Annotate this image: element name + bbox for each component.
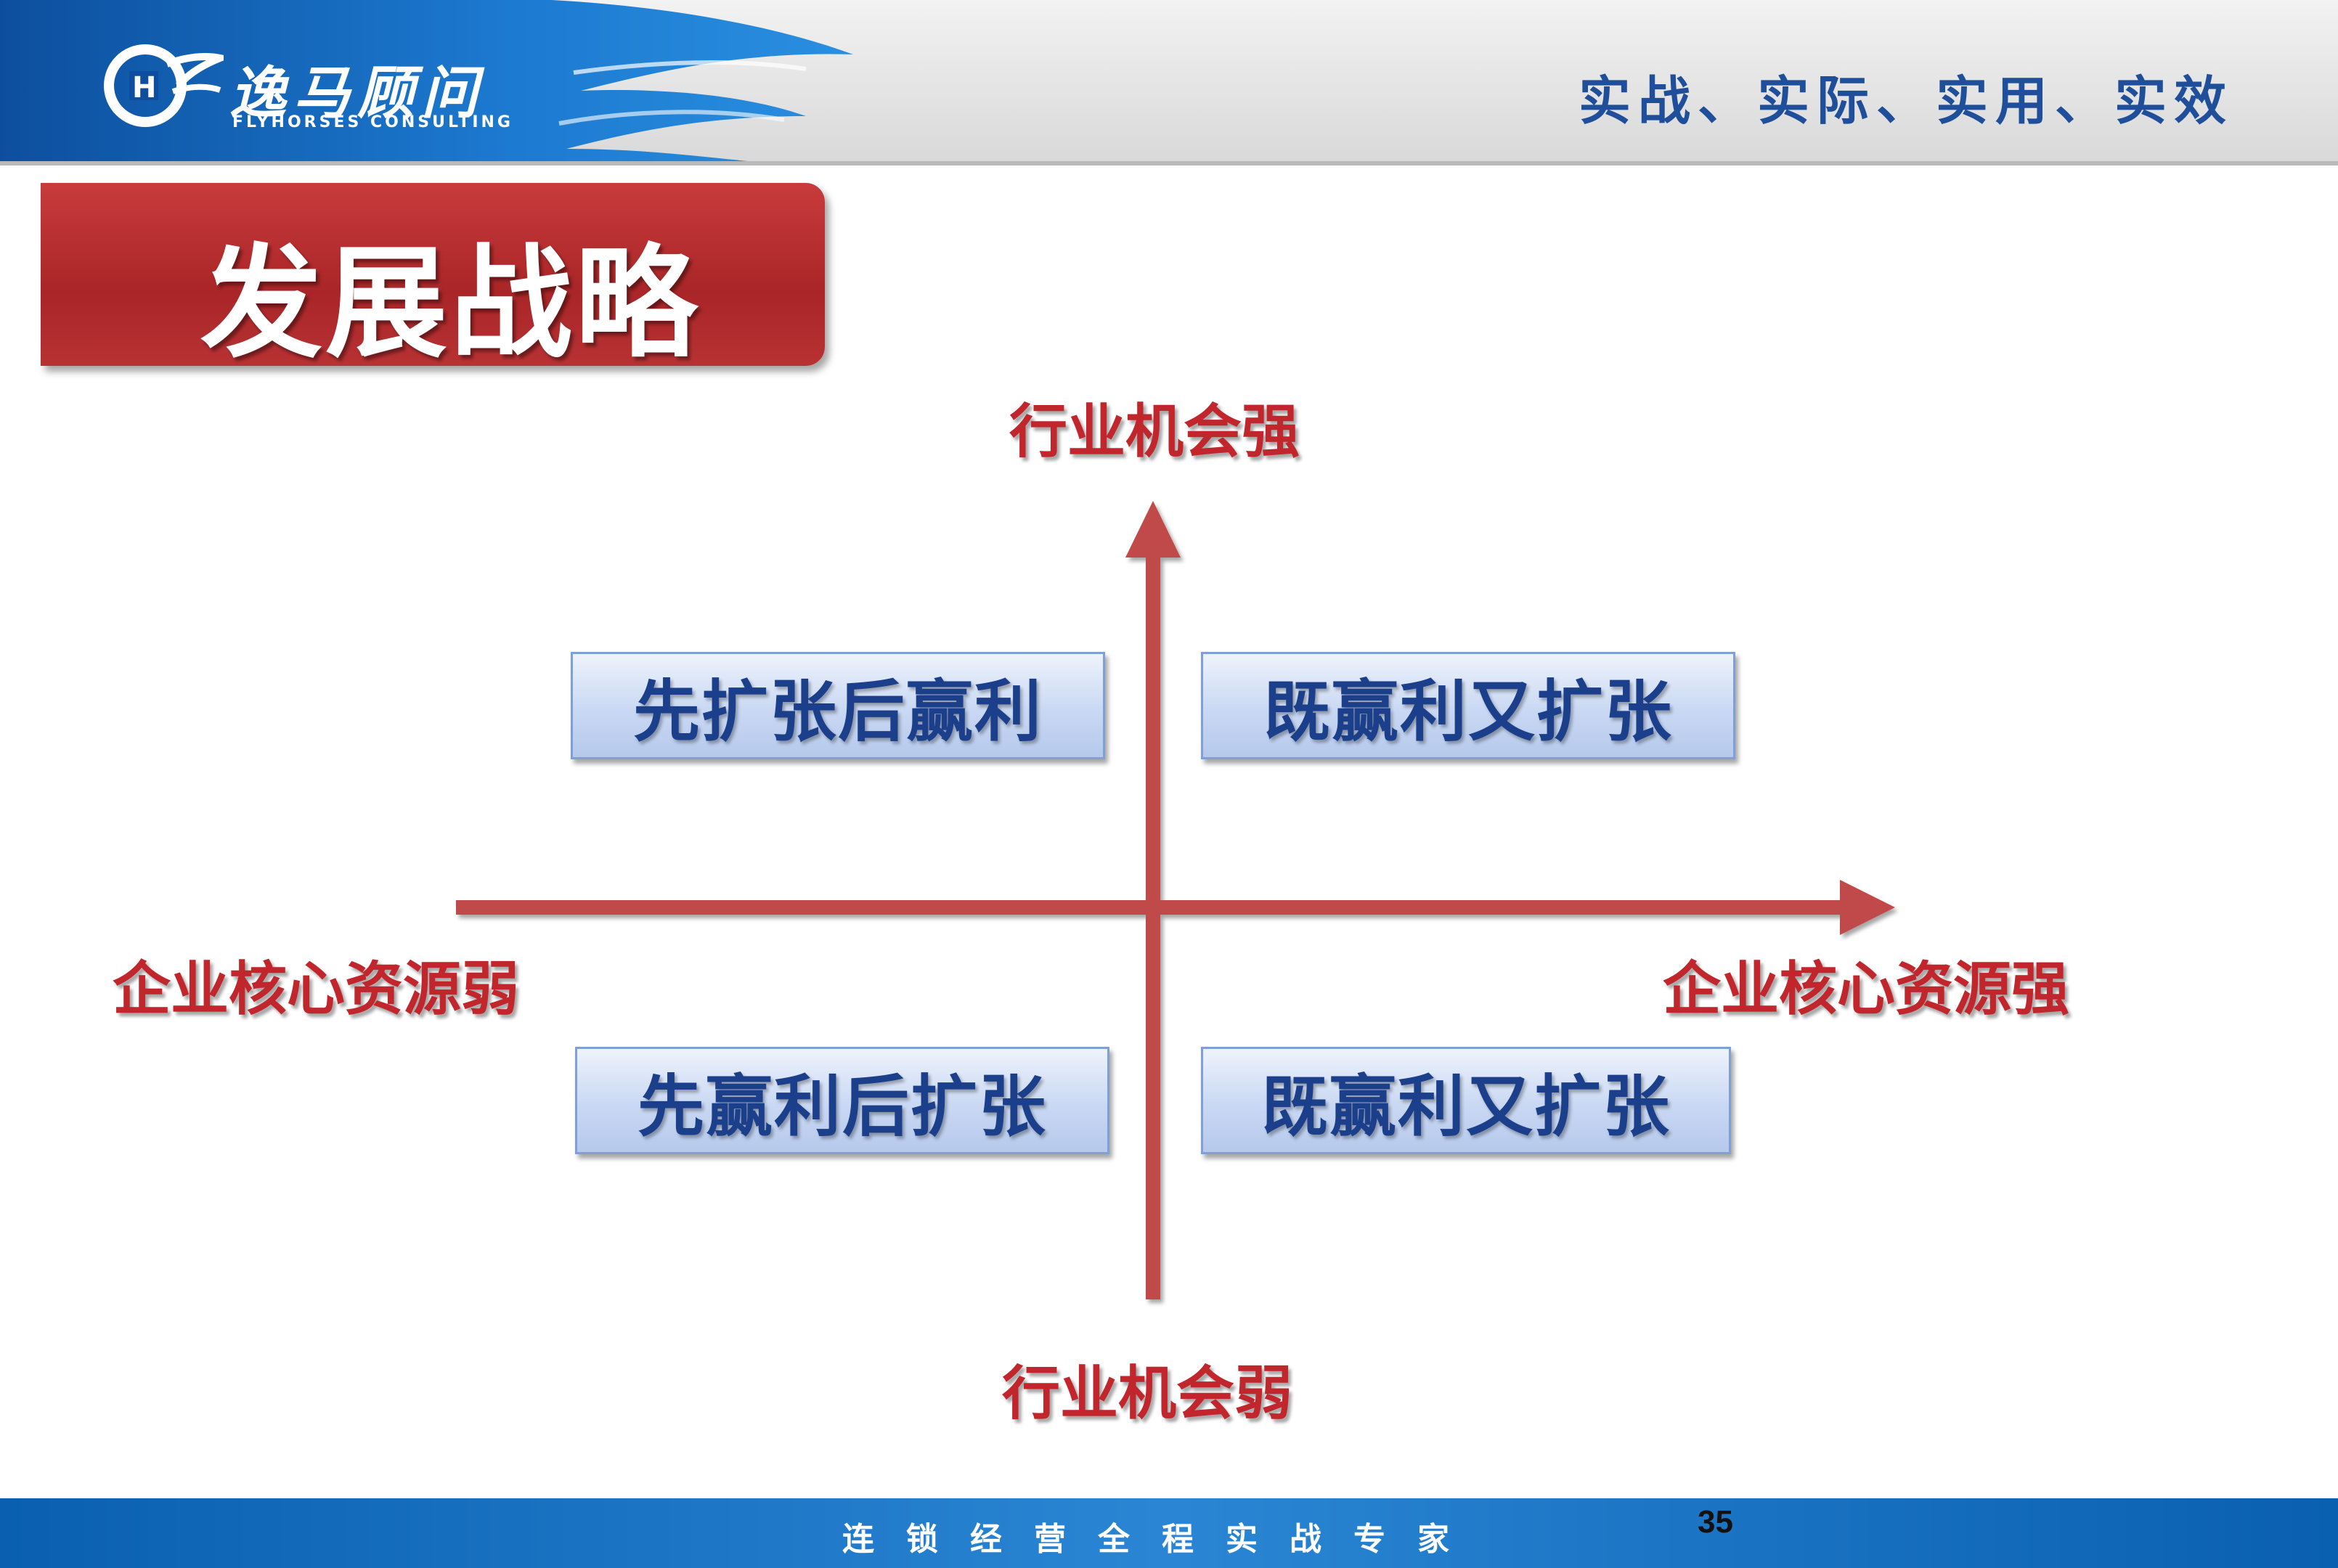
title-tab: 发展战略 xyxy=(41,183,825,375)
logo-name: 逸马顾问 xyxy=(229,61,486,126)
svg-text:H: H xyxy=(132,71,156,105)
flyhorses-logo-icon: H xyxy=(104,44,224,127)
quadrant-top-left-label: 先扩张后赢利 xyxy=(632,672,1043,751)
horizontal-axis-line xyxy=(456,900,1843,915)
quadrant-top-right: 既赢利又扩张 xyxy=(1201,652,1735,759)
axis-label-bottom: 行业机会弱 xyxy=(1002,1360,1292,1427)
page-title: 发展战略 xyxy=(200,232,700,375)
quadrant-bottom-right-label: 既赢利又扩张 xyxy=(1260,1067,1671,1146)
axis-label-left: 企业核心资源弱 xyxy=(113,955,519,1023)
header-blue-swoosh xyxy=(0,0,853,161)
axis-label-top: 行业机会强 xyxy=(1009,398,1300,465)
logo-subtitle: FLYHORSES CONSULTING xyxy=(232,113,513,131)
quadrant-bottom-left: 先赢利后扩张 xyxy=(575,1047,1109,1154)
quadrant-bottom-right: 既赢利又扩张 xyxy=(1201,1047,1731,1154)
company-logo: H 逸马顾问 FLYHORSES CONSULTING xyxy=(100,35,536,136)
header-bar: H 逸马顾问 FLYHORSES CONSULTING 实战、实际、实用、实效 xyxy=(0,0,2338,166)
vertical-axis-line xyxy=(1146,552,1160,1299)
quadrant-top-left: 先扩张后赢利 xyxy=(571,652,1105,759)
footer-tagline: 连锁经营全程实战专家 xyxy=(842,1521,1481,1558)
footer-bar: 连锁经营全程实战专家 xyxy=(0,1498,2338,1568)
page-number: 35 xyxy=(1698,1504,1733,1540)
horizontal-axis-arrowhead xyxy=(1840,880,1895,935)
vertical-axis-arrowhead xyxy=(1125,501,1181,558)
quadrant-top-right-label: 既赢利又扩张 xyxy=(1263,672,1673,751)
quadrant-bottom-left-label: 先赢利后扩张 xyxy=(637,1067,1047,1146)
header-slogan: 实战、实际、实用、实效 xyxy=(1578,70,2233,131)
axis-label-right: 企业核心资源强 xyxy=(1663,955,2069,1023)
